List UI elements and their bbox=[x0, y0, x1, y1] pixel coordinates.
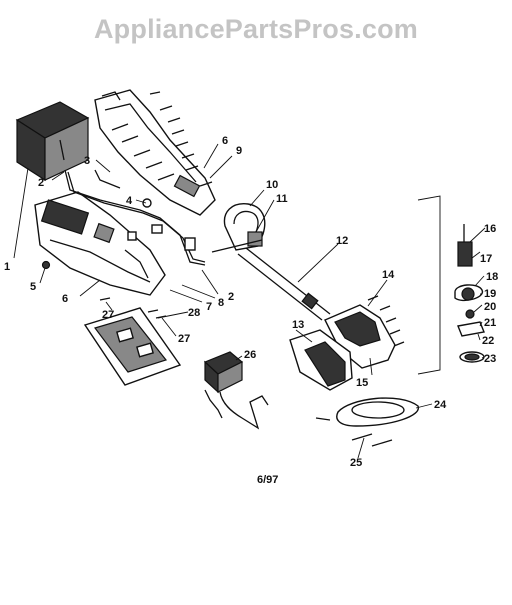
callout-27b: 27 bbox=[178, 333, 190, 345]
callout-13: 13 bbox=[292, 319, 304, 331]
motor-housing bbox=[324, 295, 405, 369]
callout-11: 11 bbox=[276, 193, 288, 205]
switch-assembly bbox=[127, 198, 196, 251]
callout-23: 23 bbox=[484, 353, 496, 365]
callout-25: 25 bbox=[350, 457, 362, 469]
callout-7: 7 bbox=[206, 301, 212, 313]
auxiliary-handle bbox=[211, 203, 266, 253]
date-code: 6/97 bbox=[257, 474, 279, 486]
callout-4: 4 bbox=[126, 195, 133, 207]
callout-18: 18 bbox=[486, 271, 498, 283]
callout-6a: 6 bbox=[222, 135, 228, 147]
callout-16: 16 bbox=[484, 223, 496, 235]
housing-screws bbox=[149, 91, 213, 187]
housing-half-lower bbox=[34, 191, 166, 296]
callout-2a: 2 bbox=[38, 177, 44, 189]
callout-21: 21 bbox=[484, 317, 496, 329]
callout-2b: 2 bbox=[228, 291, 234, 303]
leader-lines bbox=[13, 143, 486, 459]
battery-pack bbox=[15, 101, 90, 182]
guard-plate bbox=[315, 397, 419, 447]
spool-assembly bbox=[417, 195, 485, 375]
callout-20: 20 bbox=[484, 301, 496, 313]
trimmer-guard bbox=[289, 329, 353, 391]
callout-3: 3 bbox=[84, 155, 90, 167]
callout-labels: 1 2 2 3 4 5 6 6 7 8 9 10 11 12 13 14 15 … bbox=[4, 135, 498, 469]
watermark-text: AppliancePartsPros.com bbox=[93, 14, 418, 44]
battery-charger bbox=[203, 351, 269, 430]
callout-12: 12 bbox=[336, 235, 348, 247]
callout-17: 17 bbox=[480, 253, 492, 265]
callout-27a: 27 bbox=[102, 309, 114, 321]
callout-9: 9 bbox=[236, 145, 242, 157]
callout-10: 10 bbox=[266, 179, 278, 191]
callout-8: 8 bbox=[218, 297, 224, 309]
callout-6b: 6 bbox=[62, 293, 68, 305]
storage-base bbox=[83, 297, 182, 386]
wiring-harness bbox=[64, 169, 206, 266]
callout-24: 24 bbox=[434, 399, 447, 411]
screw-5 bbox=[41, 260, 51, 270]
callout-5: 5 bbox=[30, 281, 36, 293]
callout-14: 14 bbox=[382, 269, 395, 281]
callout-1: 1 bbox=[4, 261, 10, 273]
callout-15: 15 bbox=[356, 377, 368, 389]
shaft-tube bbox=[237, 247, 331, 321]
callout-19: 19 bbox=[484, 288, 496, 300]
callout-28: 28 bbox=[188, 307, 200, 319]
callout-26: 26 bbox=[244, 349, 256, 361]
housing-half-upper bbox=[94, 89, 216, 216]
callout-22: 22 bbox=[482, 335, 494, 347]
